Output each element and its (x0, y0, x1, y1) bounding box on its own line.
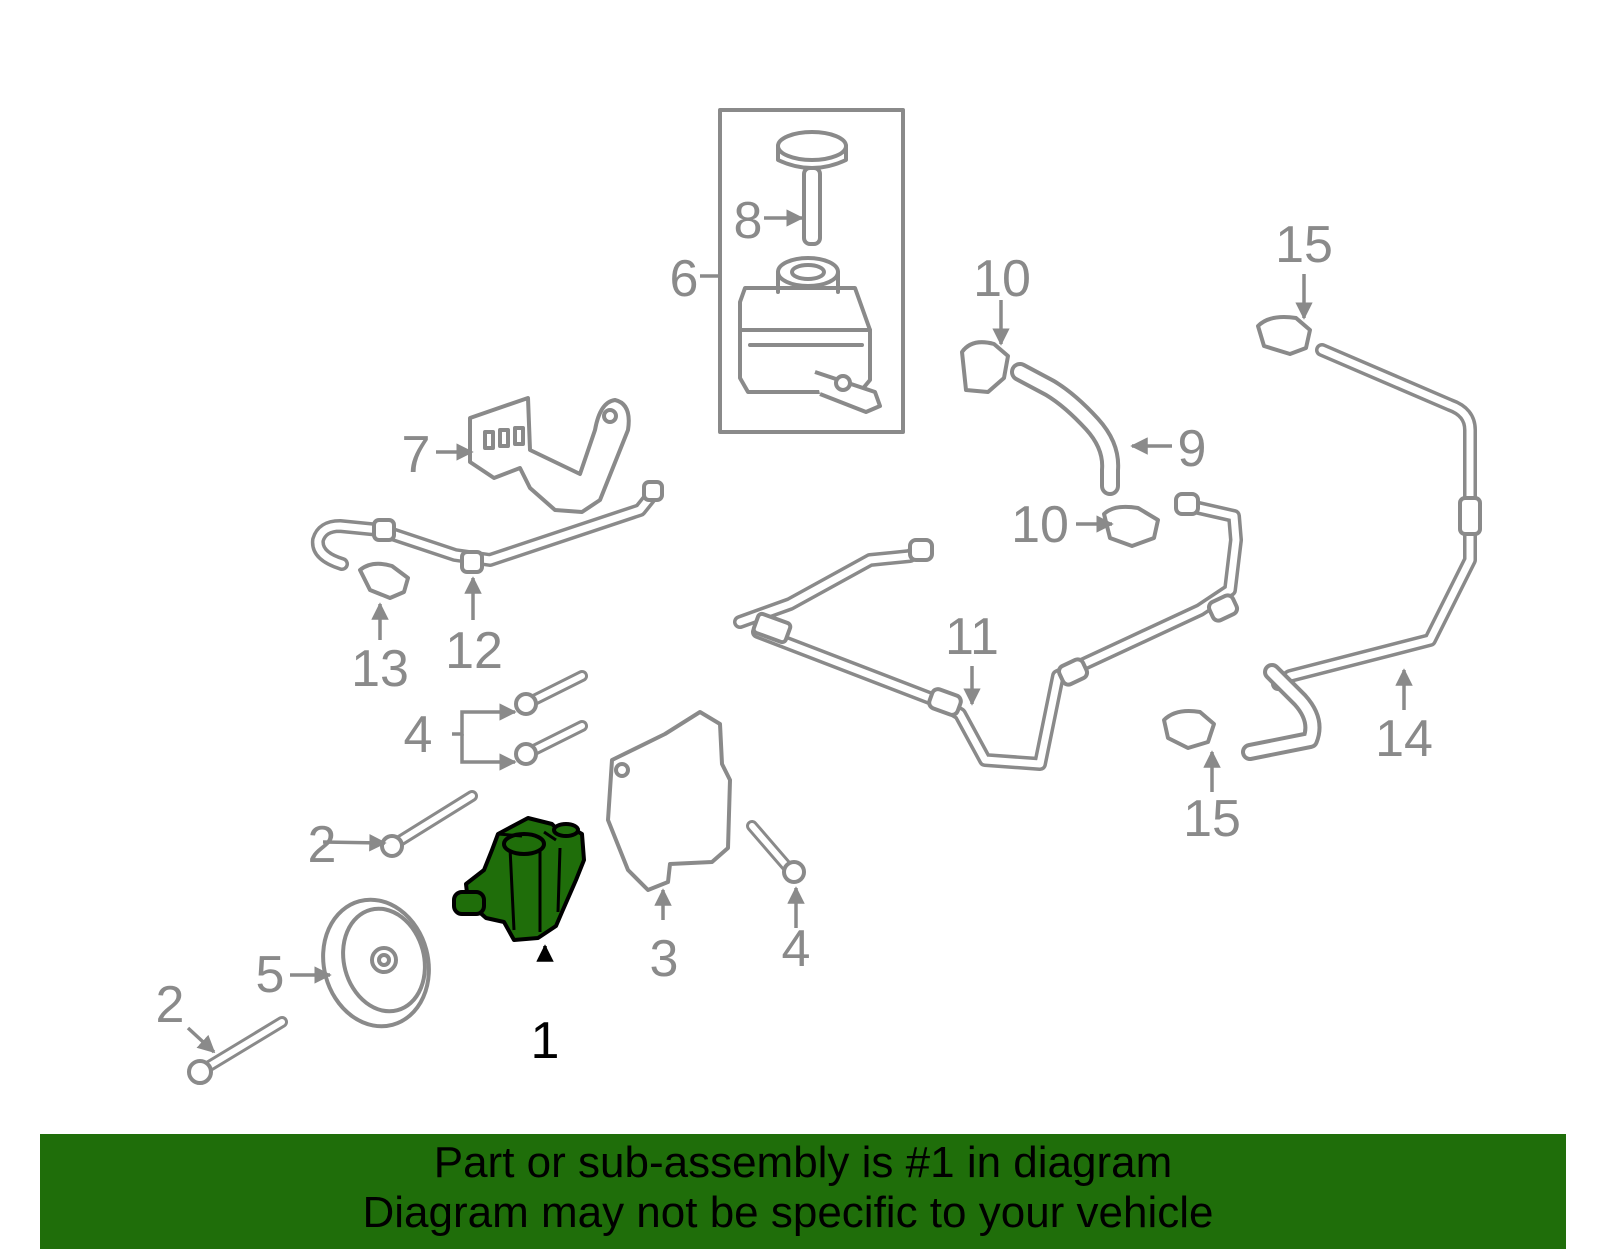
callout-3: 3 (650, 930, 679, 988)
info-banner: Part or sub-assembly is #1 in diagram Di… (40, 1134, 1566, 1249)
callout-10: 10 (973, 250, 1031, 308)
pump-bracket[interactable] (606, 710, 732, 892)
callout-5: 5 (256, 946, 285, 1004)
hose-clamp-top[interactable] (1256, 315, 1312, 356)
callout-2: 2 (156, 976, 185, 1034)
bracket-hole (614, 762, 630, 778)
callout-11: 11 (945, 608, 999, 666)
banner-line-2: Diagram may not be specific to your vehi… (362, 1188, 1214, 1237)
bolt-upper[interactable] (514, 670, 588, 716)
callout-13: 13 (351, 640, 409, 698)
cooler-line[interactable] (1241, 343, 1482, 761)
callout-9: 9 (1178, 420, 1207, 478)
suction-hose[interactable] (310, 480, 664, 574)
callout-4: 4 (404, 706, 433, 764)
banner-line-1: Part or sub-assembly is #1 in diagram (433, 1138, 1173, 1187)
callout-15: 15 (1275, 216, 1333, 274)
bolt-lower[interactable] (514, 720, 588, 766)
return-hose[interactable] (1010, 362, 1121, 496)
bolt-long-lower[interactable] (187, 1016, 288, 1085)
callout-4: 4 (782, 920, 811, 978)
reservoir-assembly[interactable] (718, 108, 905, 434)
callout-12: 12 (445, 622, 503, 680)
callout-8: 8 (734, 192, 763, 250)
leader-lines (186, 209, 1413, 1054)
callout-10: 10 (1011, 496, 1069, 554)
hose-clamp-bottom[interactable] (1162, 709, 1216, 750)
bracket[interactable] (468, 396, 631, 514)
pressure-line[interactable] (733, 492, 1243, 771)
callout-14: 14 (1375, 710, 1433, 768)
callout-6: 6 (670, 250, 699, 308)
hose-clamp[interactable] (358, 561, 410, 600)
callout-7: 7 (402, 426, 431, 484)
pulley[interactable] (309, 888, 443, 1039)
callout-2: 2 (308, 816, 337, 874)
callout-1: 1 (531, 1012, 560, 1070)
callout-15: 15 (1183, 790, 1241, 848)
bolt-right[interactable] (746, 820, 806, 884)
bolt-long-upper[interactable] (380, 790, 478, 858)
power-steering-pump[interactable] (452, 816, 586, 942)
hose-clamp-lower[interactable] (1102, 504, 1160, 548)
hose-clamp-upper[interactable] (960, 340, 1010, 394)
